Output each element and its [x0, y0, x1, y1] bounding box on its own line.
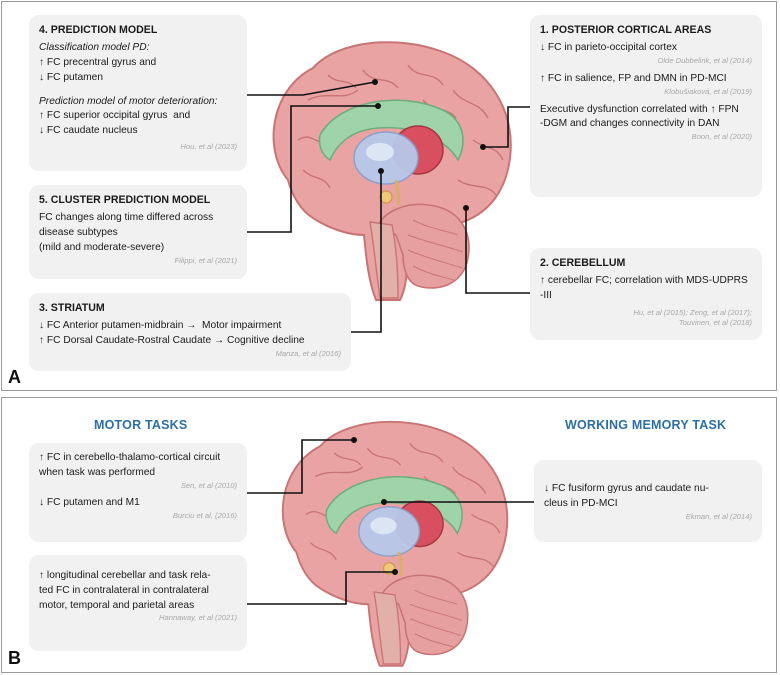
thalamus-highlight: [370, 517, 397, 535]
motor-tasks-heading: MOTOR TASKS: [94, 418, 188, 432]
working-memory-box: ↓ FC fusiform gyrus and caudate nu- cleu…: [534, 460, 762, 542]
thalamus-highlight: [366, 143, 394, 161]
motor-citation-1: Sen, et al (2010): [180, 480, 237, 490]
cluster-citation: Filippi, et al (2021): [174, 255, 237, 265]
motor-deterioration-subtitle: Prediction model of motor deterioration:: [39, 95, 218, 107]
prediction-line-3: ↑ FC superior occipital gyrus and: [39, 110, 191, 122]
motor-long-line-3: motor, temporal and parietal areas: [39, 599, 195, 611]
pituitary-stalk: [397, 551, 403, 577]
cluster-line-2: disease subtypes: [39, 227, 118, 239]
posterior-cortical-box: 1. POSTERIOR CORTICAL AREAS ↓ FC in pari…: [530, 15, 762, 197]
prediction-line-2: ↓ FC putamen: [39, 71, 103, 83]
striatum-citation: Manza, et al (2016): [275, 348, 341, 358]
cerebellar-folia: [407, 219, 464, 281]
cerebellum-line-1: ↑ cerebellar FC; correlation with MDS-UD…: [540, 275, 748, 287]
classification-subtitle: Classification model PD:: [39, 42, 150, 54]
posterior-line-3: Executive dysfunction correlated with ↑ …: [540, 103, 739, 115]
wm-line-2: cleus in PD-MCI: [544, 497, 618, 509]
working-memory-heading: WORKING MEMORY TASK: [565, 418, 727, 432]
striatum-line-2: ↑ FC Dorsal Caudate-Rostral Caudate → Co…: [39, 335, 305, 347]
motor-long-line-1: ↑ longitudinal cerebellar and task rela-: [39, 570, 211, 581]
posterior-line-4: -DGM and changes connectivity in DAN: [540, 118, 720, 130]
motor-tasks-box-1: ↑ FC in cerebello-thalamo-cortical circu…: [29, 443, 247, 542]
motor-line-2: when task was performed: [39, 466, 156, 478]
prediction-line-1: ↑ FC precentral gyrus and: [39, 57, 157, 69]
motor-citation-2: Burciu et al, (2016): [172, 511, 237, 521]
cluster-line-3: (mild and moderate-severe): [39, 241, 165, 253]
striatum-box: 3. STRIATUM ↓ FC Anterior putamen-midbra…: [29, 293, 351, 371]
brain-illustration-a: [272, 41, 512, 301]
prediction-model-title: 4. PREDICTION MODEL: [39, 24, 158, 36]
cerebellum-line-2: -III: [540, 290, 552, 302]
cluster-model-box: 5. CLUSTER PREDICTION MODEL FC changes a…: [29, 185, 247, 279]
wm-line-1: ↓ FC fusiform gyrus and caudate nu-: [544, 483, 709, 494]
prediction-model-box: 4. PREDICTION MODEL Classification model…: [29, 15, 247, 171]
pituitary-stalk: [394, 179, 401, 206]
panel-label-b: B: [8, 648, 21, 668]
cerebellum-citation-2: Touvinen, et al (2018): [678, 317, 752, 327]
cerebellum-title: 2. CEREBELLUM: [540, 257, 626, 269]
prediction-citation: Hou, et al (2023): [180, 142, 237, 152]
posterior-citation-1: Olde Dubbelink, et al (2014): [657, 56, 752, 66]
posterior-line-2: ↑ FC in salience, FP and DMN in PD-MCI: [540, 73, 727, 84]
motor-long-line-2: ted FC in contralateral in contralateral: [39, 584, 209, 596]
motor-tasks-box-2: ↑ longitudinal cerebellar and task rela-…: [29, 555, 247, 651]
cluster-line-1: FC changes along time differed across: [39, 212, 214, 224]
posterior-citation-3: Boon, et al (2020): [691, 132, 752, 142]
cerebellum-box: 2. CEREBELLUM ↑ cerebellar FC; correlati…: [530, 248, 762, 340]
panel-label-a: A: [8, 367, 21, 387]
posterior-title: 1. POSTERIOR CORTICAL AREAS: [540, 24, 712, 36]
cluster-model-title: 5. CLUSTER PREDICTION MODEL: [39, 194, 211, 206]
cerebellum-shape: [380, 574, 469, 656]
posterior-line-1: ↓ FC in parieto-occipital cortex: [540, 42, 678, 54]
motor-line-3: ↓ FC putamen and M1: [39, 497, 140, 509]
pituitary-gland: [382, 562, 396, 575]
prediction-line-4: ↓ FC caudate nucleus: [39, 125, 138, 137]
brainstem-shape: [373, 591, 402, 665]
brain-illustration-b: [281, 420, 509, 667]
motor-line-1: ↑ FC in cerebello-thalamo-cortical circu…: [39, 452, 221, 463]
striatum-title: 3. STRIATUM: [39, 302, 105, 314]
wm-citation: Ekman, et al (2014): [685, 511, 752, 521]
posterior-citation-2: Klobušiaková, et al (2019): [664, 86, 752, 96]
motor-long-citation: Hannaway, et al (2021): [159, 613, 237, 623]
pituitary-gland: [379, 190, 393, 204]
cingulate-shape: [325, 476, 463, 535]
cerebellum-citation-1: Hu, et al (2015); Zeng, et al (2017);: [633, 307, 752, 317]
cerebellar-folia: [409, 589, 463, 648]
striatum-line-1: ↓ FC Anterior putamen-midbrain → Motor i…: [39, 320, 282, 332]
